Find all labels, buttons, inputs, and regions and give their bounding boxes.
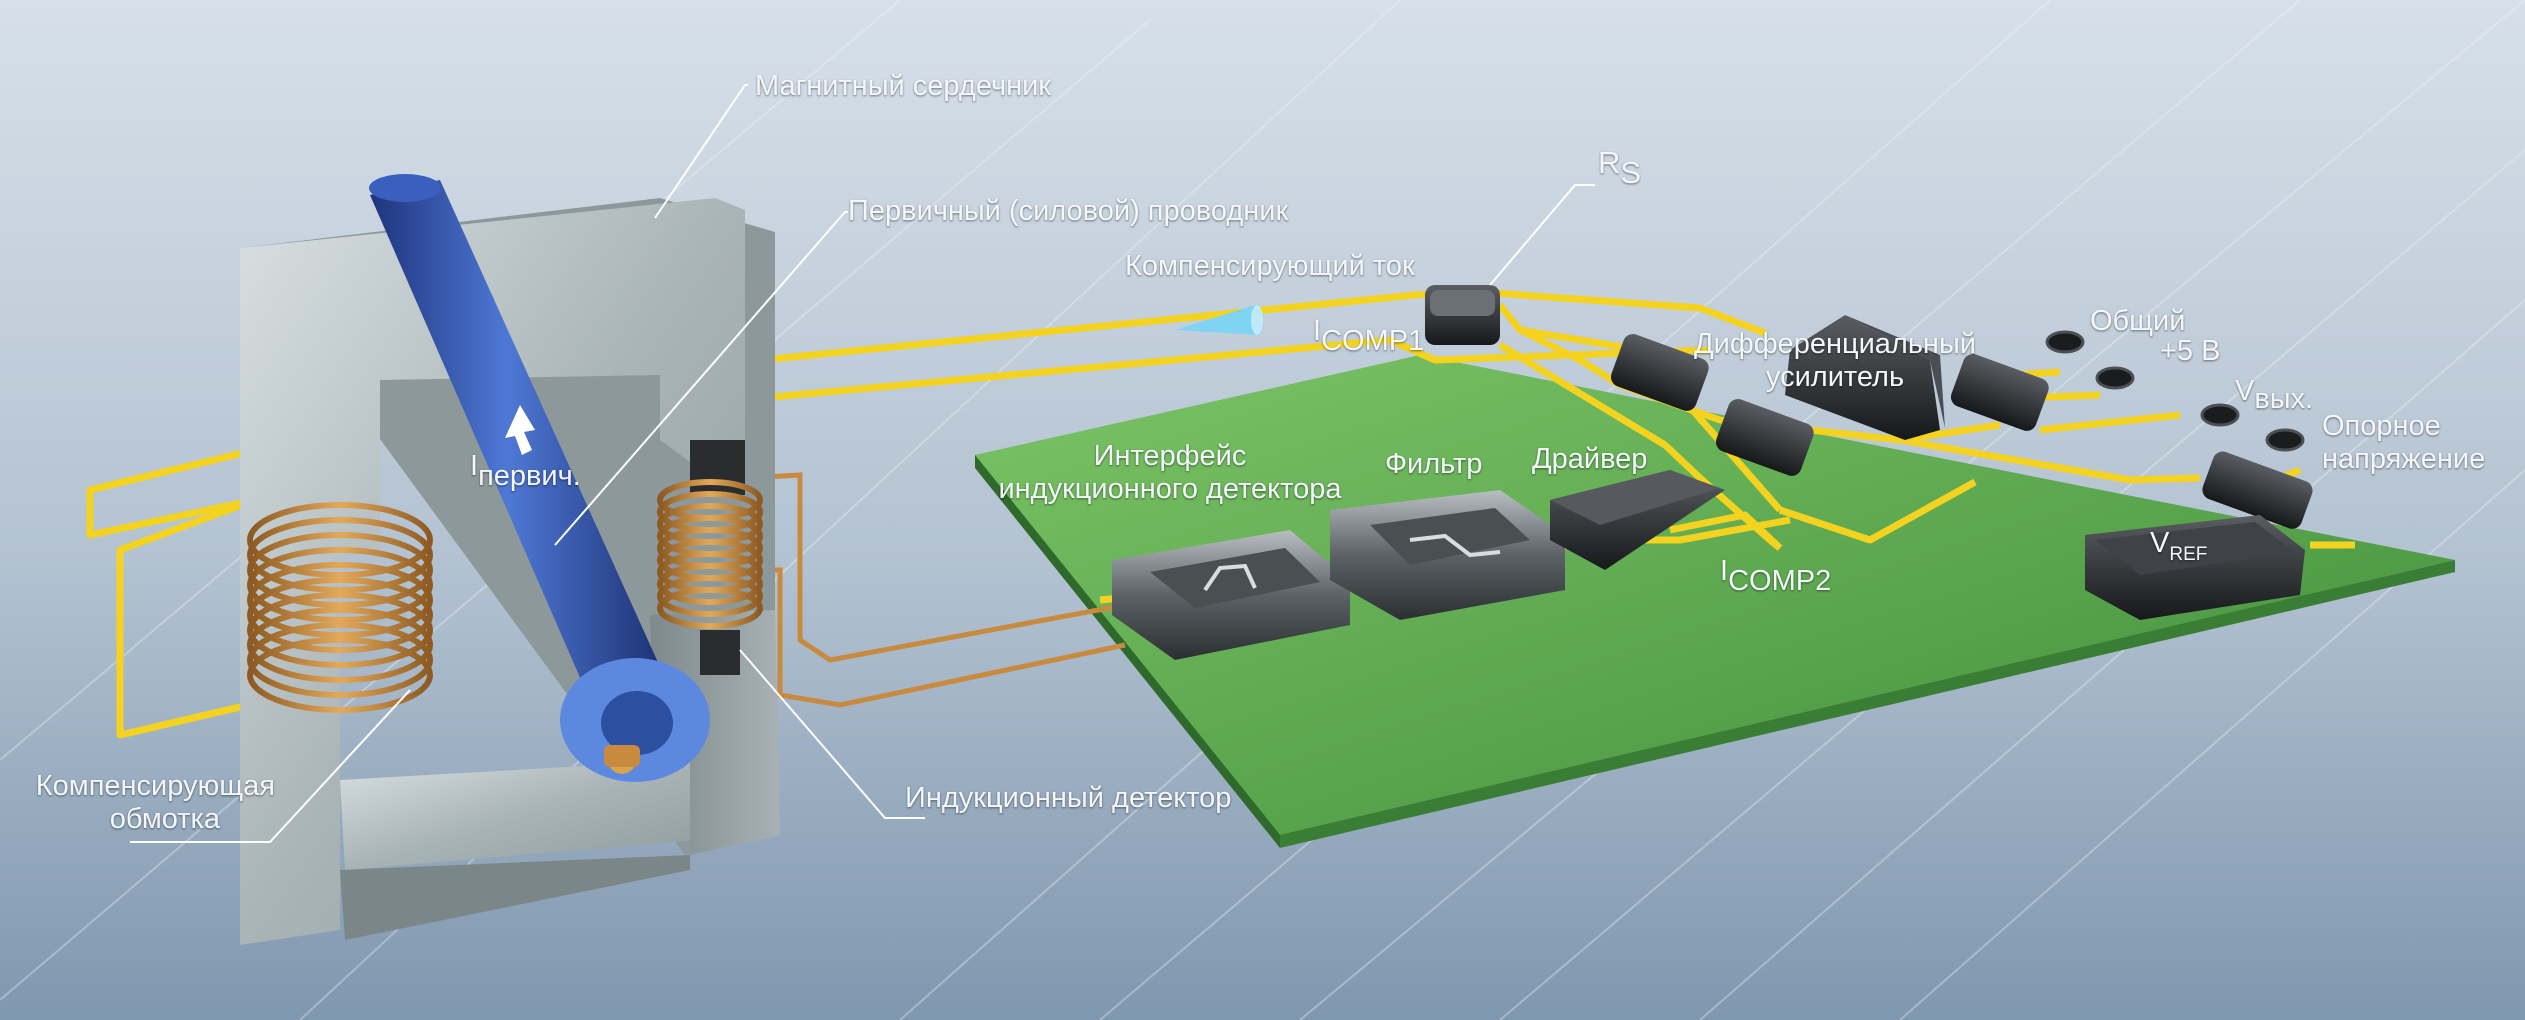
- icomp2-label: ICOMP2: [1720, 555, 1832, 598]
- reference-label: Опорное напряжение: [2322, 410, 2485, 477]
- vout-label: Vвых.: [2235, 375, 2313, 415]
- icomp2-sub: COMP2: [1728, 565, 1832, 597]
- vref-main: V: [2150, 527, 2170, 559]
- induction-detector: [657, 440, 763, 675]
- chip: [1950, 354, 2049, 431]
- filter-label: Фильтр: [1385, 448, 1483, 480]
- rs-label: RS: [1598, 145, 1641, 190]
- small-chips: [1610, 334, 2313, 529]
- comp-winding-label: Компенсирующая обмотка: [0, 770, 275, 837]
- vout-sub: вых.: [2254, 383, 2314, 415]
- diff-amp-line2: усилитель: [1765, 361, 1905, 394]
- primary-conductor: [369, 174, 710, 782]
- rs-sub: S: [1620, 155, 1642, 190]
- rs-main: R: [1598, 145, 1621, 180]
- compensating-current-label: Компенсирующий ток: [1125, 250, 1415, 282]
- current-direction-cone: [1175, 305, 1263, 335]
- induction-detector-label: Индукционный детектор: [905, 782, 1232, 814]
- rs-resistor: [1425, 285, 1500, 345]
- icomp2-main: I: [1720, 555, 1729, 587]
- filter-block: [1330, 490, 1565, 620]
- vref-label: VREF: [2150, 527, 2207, 565]
- chip: [1610, 334, 1709, 411]
- differential-amplifier: [1785, 315, 1945, 440]
- chip: [2202, 451, 2313, 529]
- icomp1-main: I: [1313, 315, 1322, 347]
- diff-amp-line1: Дифференциальный: [1694, 328, 1976, 360]
- plus5v-label: +5 В: [2160, 335, 2221, 367]
- comp-winding-line2: обмотка: [109, 803, 220, 836]
- driver-label: Драйвер: [1532, 443, 1648, 475]
- comp-winding-line1: Компенсирующая: [35, 770, 275, 802]
- reference-line1: Опорное: [2322, 410, 2441, 442]
- primary-current-arrow: [505, 405, 535, 455]
- compensating-winding: [247, 502, 433, 713]
- pin-terminals: [2045, 330, 2305, 452]
- detector-interface-line1: Интерфейс: [1093, 440, 1247, 472]
- vref-chip: [2085, 515, 2305, 620]
- icomp1-sub: COMP1: [1321, 325, 1425, 357]
- iprimary-main: I: [470, 450, 479, 482]
- icomp1-label: ICOMP1: [1313, 315, 1425, 358]
- vout-main: V: [2235, 375, 2255, 407]
- vref-sub: REF: [2169, 544, 2208, 565]
- detector-interface-block: [1112, 530, 1350, 660]
- driver-block: [1550, 470, 1725, 570]
- leader-lines: [130, 84, 1595, 843]
- diff-amp-label: Дифференциальный усилитель: [1690, 328, 1980, 395]
- detector-interface-line2: индукционного детектора: [998, 473, 1342, 506]
- common-label: Общий: [2090, 305, 2186, 337]
- detector-interface-label: Интерфейс индукционного детектора: [975, 440, 1365, 507]
- primary-conductor-label: Первичный (силовой) проводник: [848, 195, 1289, 227]
- iprimary-label: Iпервич.: [470, 450, 581, 493]
- reference-line2: напряжение: [2322, 443, 2486, 476]
- magnetic-core-label: Магнитный сердечник: [755, 70, 1051, 102]
- chip: [1715, 399, 1814, 476]
- iprimary-sub: первич.: [478, 460, 581, 492]
